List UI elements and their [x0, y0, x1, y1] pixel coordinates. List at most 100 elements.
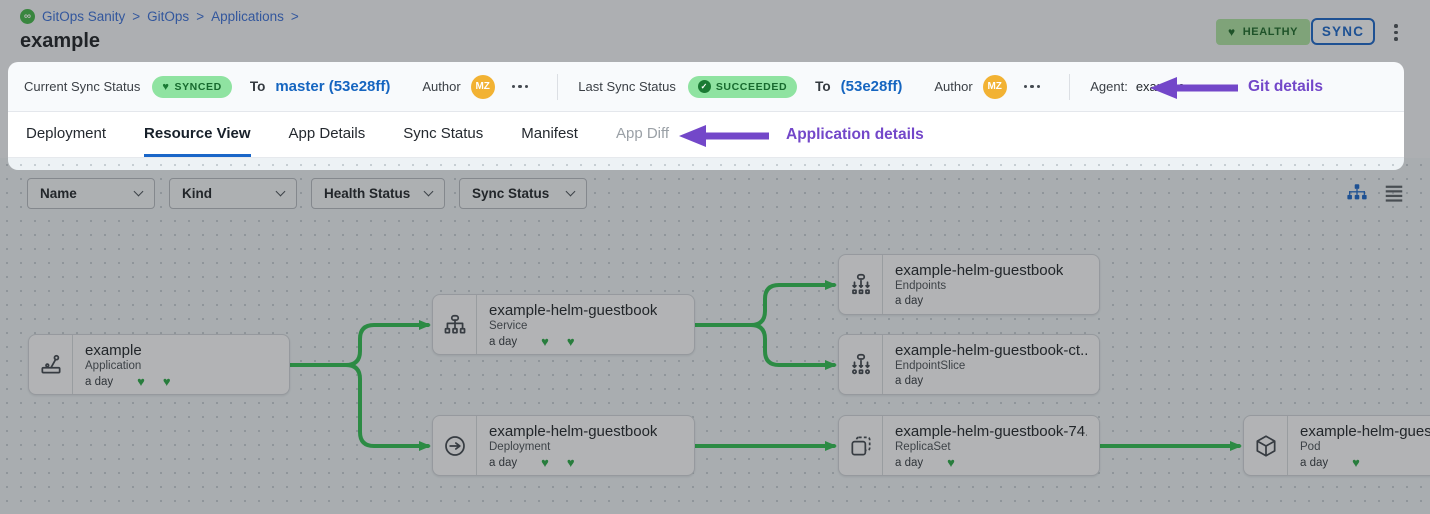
- chevron-down-icon: [133, 186, 144, 197]
- resource-name: example-helm-guestbook: [489, 423, 658, 440]
- resource-kind: ReplicaSet: [895, 441, 951, 453]
- current-sync-status-label: Current Sync Status: [24, 79, 141, 94]
- health-status-badge: ♥ HEALTHY: [1216, 19, 1311, 45]
- annotation-arrow-left-icon: [1150, 77, 1238, 99]
- tab-app-details[interactable]: App Details: [288, 124, 366, 142]
- filter-health-status[interactable]: Health Status: [311, 178, 445, 209]
- last-sync-status-label: Last Sync Status: [578, 79, 676, 94]
- resource-kind: EndpointSlice: [895, 360, 966, 372]
- to-label: To: [249, 79, 266, 94]
- chevron-down-icon: [423, 186, 434, 197]
- resource-node-deployment[interactable]: example-helm-guestbook Deployment a day ♥…: [432, 415, 695, 476]
- filter-label: Sync Status: [472, 186, 550, 201]
- current-revision-link[interactable]: master (53e28ff): [275, 78, 391, 95]
- resource-age: a day: [895, 295, 924, 307]
- filter-label: Name: [40, 186, 77, 201]
- resource-name: example-helm-guestbook-74...: [895, 423, 1087, 440]
- resource-age: a day: [489, 456, 518, 469]
- more-options-icon[interactable]: [509, 82, 532, 91]
- resource-name: example-helm-guestbook: [895, 262, 1064, 279]
- resource-node-endpointslice[interactable]: example-helm-guestbook-ct... EndpointSli…: [838, 334, 1100, 395]
- heart-icon: ♥: [947, 455, 955, 470]
- tab-resource-view[interactable]: Resource View: [144, 112, 251, 157]
- author-avatar: MZ: [470, 74, 495, 99]
- tree-view-icon[interactable]: [1346, 182, 1368, 204]
- heart-icon: ♥: [541, 334, 549, 349]
- pod-icon: [1244, 416, 1288, 475]
- chevron-down-icon: [275, 186, 286, 197]
- breadcrumb-separator: >: [132, 9, 141, 24]
- more-options-icon[interactable]: [1021, 82, 1044, 91]
- filter-name[interactable]: Name: [27, 178, 155, 209]
- divider: [1069, 73, 1071, 100]
- filter-label: Health Status: [324, 186, 411, 201]
- to-label: To: [815, 79, 831, 94]
- kebab-menu-icon[interactable]: [1392, 22, 1400, 43]
- filter-label: Kind: [182, 186, 212, 201]
- author-avatar: MZ: [982, 74, 1007, 99]
- resource-kind: Endpoints: [895, 280, 947, 292]
- replicaset-icon: [839, 416, 883, 475]
- application-icon: [29, 335, 73, 394]
- app-status-panel: Current Sync Status ♥ SYNCED To master (…: [8, 62, 1404, 158]
- resource-age: a day: [85, 375, 114, 388]
- resource-node-replicaset[interactable]: example-helm-guestbook-74... ReplicaSet …: [838, 415, 1100, 476]
- view-toggles: [1346, 182, 1405, 204]
- health-status-label: HEALTHY: [1242, 26, 1299, 38]
- resource-age: a day: [895, 375, 924, 387]
- resource-age: a day: [489, 335, 518, 348]
- service-icon: [433, 295, 477, 354]
- agent-label: Agent:: [1090, 79, 1128, 94]
- resource-name: example-helm-guest: [1300, 423, 1430, 440]
- resource-kind: Pod: [1300, 441, 1321, 453]
- annotation-arrow-left-icon: [679, 125, 769, 147]
- git-details-annotation: Git details: [1248, 78, 1323, 95]
- breadcrumb-link-applications[interactable]: Applications: [211, 9, 284, 24]
- resource-age: a day: [895, 456, 924, 469]
- endpointslice-icon: [839, 335, 883, 394]
- resource-kind: Deployment: [489, 441, 551, 453]
- resource-node-pod[interactable]: example-helm-guest Pod a day♥: [1243, 415, 1430, 476]
- divider: [557, 73, 559, 100]
- app-tabs: Deployment Resource View App Details Syn…: [8, 112, 1404, 157]
- resource-node-service[interactable]: example-helm-guestbook Service a day ♥ ♥: [432, 294, 695, 355]
- page-title: example: [20, 30, 101, 52]
- list-view-icon[interactable]: [1383, 182, 1405, 204]
- author-label: Author: [934, 79, 973, 94]
- resource-node-endpoints[interactable]: example-helm-guestbook Endpoints a day: [838, 254, 1100, 315]
- resource-name: example-helm-guestbook: [489, 302, 658, 319]
- tab-sync-status[interactable]: Sync Status: [403, 124, 484, 142]
- resource-name: example: [85, 342, 142, 359]
- heart-icon: ♥: [566, 455, 575, 470]
- author-label: Author: [422, 79, 461, 94]
- heart-icon: ♥: [541, 455, 549, 470]
- breadcrumb: ∞ GitOps Sanity > GitOps > Applications …: [20, 9, 299, 24]
- resource-kind: Service: [489, 320, 528, 332]
- tab-manifest[interactable]: Manifest: [521, 124, 578, 142]
- resource-kind: Application: [85, 360, 142, 372]
- breadcrumb-link-gitops[interactable]: GitOps: [147, 9, 190, 24]
- synced-badge: ♥ SYNCED: [152, 75, 232, 98]
- heart-icon: ♥: [566, 334, 575, 349]
- heart-icon: ♥: [137, 374, 145, 389]
- check-circle-icon: ✓: [697, 80, 711, 93]
- tab-app-diff[interactable]: App Diff: [615, 124, 670, 142]
- sync-button[interactable]: SYNC: [1311, 18, 1375, 45]
- filter-bar: Name Kind Health Status Sync Status: [27, 178, 587, 209]
- deployment-icon: [433, 416, 477, 475]
- succeeded-badge-label: SUCCEEDED: [715, 80, 788, 93]
- endpoints-icon: [839, 255, 883, 314]
- tab-deployment[interactable]: Deployment: [26, 124, 107, 142]
- resource-node-application[interactable]: example Application a day ♥ ♥: [28, 334, 290, 395]
- filter-sync-status[interactable]: Sync Status: [459, 178, 587, 209]
- filter-kind[interactable]: Kind: [169, 178, 297, 209]
- heart-icon: ♥: [162, 374, 171, 389]
- breadcrumb-separator: >: [290, 9, 299, 24]
- heart-icon: ♥: [1228, 25, 1236, 39]
- breadcrumb-separator: >: [196, 9, 205, 24]
- chevron-down-icon: [565, 186, 576, 197]
- breadcrumb-link-gitops-sanity[interactable]: GitOps Sanity: [42, 9, 126, 24]
- gitops-logo-icon: ∞: [20, 9, 35, 24]
- last-revision-link[interactable]: (53e28ff): [840, 78, 903, 95]
